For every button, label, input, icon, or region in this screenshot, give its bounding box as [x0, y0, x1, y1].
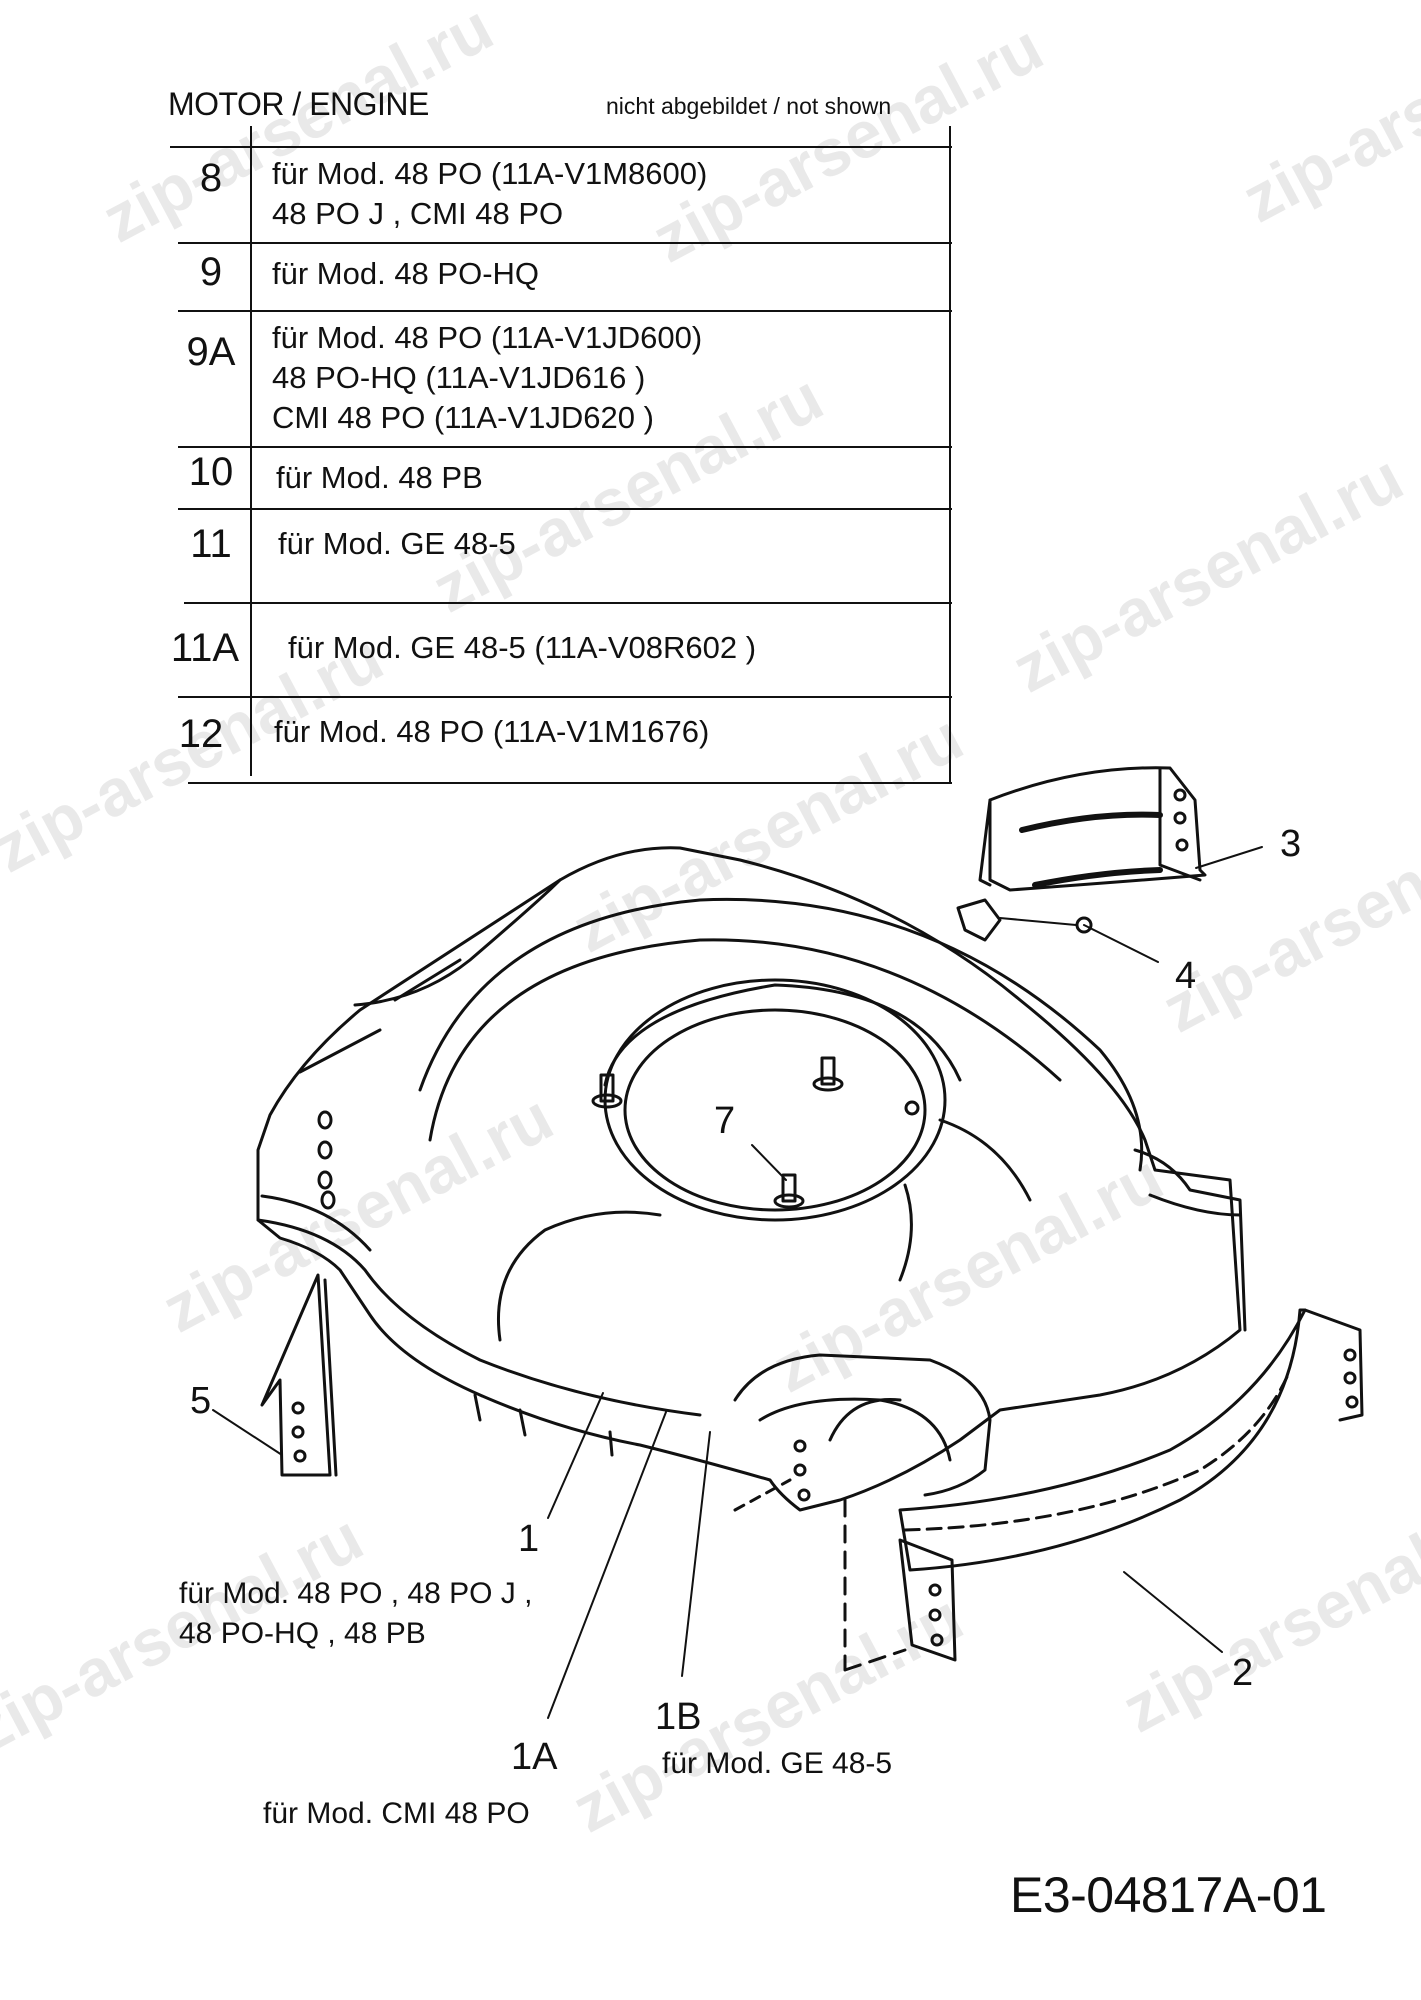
callout-1: 1 — [518, 1518, 540, 1560]
table-rule — [178, 696, 952, 698]
model-note-1: 48 PO-HQ , 48 PB — [179, 1617, 426, 1650]
table-rule — [188, 782, 952, 784]
parts-table: 8 für Mod. 48 PO (11A-V1M8600) 48 PO J ,… — [170, 126, 952, 784]
table-rule — [170, 146, 952, 148]
part-description: für Mod. GE 48-5 — [278, 526, 516, 561]
table-rule — [178, 508, 952, 510]
part-number: 12 — [178, 712, 224, 756]
table-rule — [178, 446, 952, 448]
part-number: 9A — [186, 330, 236, 374]
part-description: für Mod. 48 PO (11A-V1JD600) — [272, 320, 703, 355]
mower-deck — [256, 846, 1247, 1512]
not-shown-note: nicht abgebildet / not shown — [606, 93, 892, 119]
table-column-divider — [250, 126, 252, 776]
table-row: 9A für Mod. 48 PO (11A-V1JD600) 48 PO-HQ… — [170, 310, 952, 446]
callout-4: 4 — [1175, 955, 1197, 997]
skirt-part — [733, 1308, 1364, 1672]
table-rule — [178, 242, 952, 244]
table-rule — [178, 310, 952, 312]
table-rule — [184, 602, 952, 604]
part-description: für Mod. 48 PO (11A-V1M8600) — [272, 156, 708, 191]
part-description: für Mod. 48 PO (11A-V1M1676) — [274, 714, 710, 749]
callout-5: 5 — [190, 1380, 212, 1422]
callout-1A: 1A — [511, 1736, 558, 1778]
part-number: 9 — [199, 250, 223, 294]
part-number: 10 — [188, 450, 234, 494]
model-note-1: für Mod. 48 PO , 48 PO J , — [179, 1577, 533, 1610]
document-code: E3-04817A-01 — [1010, 1867, 1327, 1923]
part-description: CMI 48 PO (11A-V1JD620 ) — [272, 400, 654, 435]
leader-lines — [212, 846, 1263, 1719]
callout-2: 2 — [1232, 1652, 1254, 1694]
side-plate-part — [260, 1273, 338, 1477]
part-description: für Mod. GE 48-5 (11A-V08R602 ) — [288, 630, 757, 665]
table-row: 10 für Mod. 48 PB — [170, 446, 952, 508]
model-note-1B: für Mod. GE 48-5 — [662, 1747, 893, 1780]
model-note-1A: für Mod. CMI 48 PO — [263, 1797, 530, 1830]
section-title: MOTOR / ENGINE — [168, 86, 429, 122]
rear-flap-part — [956, 766, 1207, 942]
part-description: für Mod. 48 PB — [276, 460, 483, 495]
part-number: 11 — [190, 522, 232, 566]
part-number: 11A — [170, 626, 240, 670]
part-description: für Mod. 48 PO-HQ — [272, 256, 540, 291]
callout-1B: 1B — [655, 1696, 702, 1738]
part-description: 48 PO-HQ (11A-V1JD616 ) — [272, 360, 646, 395]
table-row: 8 für Mod. 48 PO (11A-V1M8600) 48 PO J ,… — [170, 146, 952, 242]
callout-7: 7 — [714, 1100, 736, 1142]
table-right-border — [949, 126, 951, 784]
part-description: 48 PO J , CMI 48 PO — [272, 196, 564, 231]
table-row: 9 für Mod. 48 PO-HQ — [170, 242, 952, 310]
part-number: 8 — [199, 156, 223, 200]
callout-3: 3 — [1280, 823, 1302, 865]
table-row: 11 für Mod. GE 48-5 — [170, 508, 952, 602]
table-row: 12 für Mod. 48 PO (11A-V1M1676) — [170, 696, 952, 784]
table-row: 11A für Mod. GE 48-5 (11A-V08R602 ) — [170, 602, 952, 696]
